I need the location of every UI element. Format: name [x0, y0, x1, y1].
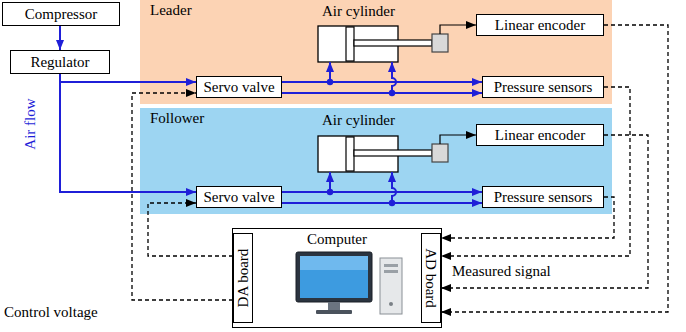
- signal-line: [441, 87, 630, 256]
- computer-box: Computer DA board AD board: [232, 228, 442, 328]
- sensor-box: Pressure sensors: [482, 186, 604, 208]
- box-label: Regulator: [30, 54, 89, 70]
- text-label: Control voltage: [4, 304, 98, 320]
- signal-line: [441, 135, 648, 288]
- signal-line: [441, 25, 668, 312]
- box-label: Servo valve: [203, 79, 274, 95]
- board-strip: AD board: [421, 233, 441, 323]
- box-title: Computer: [233, 231, 441, 247]
- box-label: Pressure sensors: [494, 189, 593, 205]
- text-label: Measured signal: [452, 263, 551, 279]
- box-label: Linear encoder: [495, 127, 585, 143]
- process-box: Regulator: [10, 50, 110, 74]
- air-line: [59, 26, 61, 50]
- air-line: [282, 92, 482, 94]
- air-line: [282, 191, 482, 193]
- board-label: DA board: [235, 249, 251, 308]
- board-label: AD board: [423, 248, 439, 308]
- air-cylinder: [318, 25, 476, 206]
- group-title: Leader: [150, 2, 192, 18]
- box-label: Linear encoder: [495, 17, 585, 33]
- air-cylinder: [318, 25, 476, 96]
- band-ground: [140, 0, 612, 104]
- valve-box: Servo valve: [196, 76, 282, 98]
- box-label: Compressor: [25, 6, 98, 22]
- signal-line: [148, 203, 233, 256]
- box-label: Servo valve: [203, 189, 274, 205]
- sensor-box: Pressure sensors: [482, 76, 604, 98]
- air-line: [282, 81, 482, 83]
- air-line: [60, 74, 196, 82]
- box-label: Pressure sensors: [494, 79, 593, 95]
- group-title: Follower: [150, 110, 204, 126]
- air-line: [282, 202, 482, 204]
- band-ground: [140, 108, 612, 214]
- process-box: Compressor: [2, 2, 120, 26]
- sensor-box: Linear encoder: [476, 14, 604, 36]
- text-label: Air flow: [22, 98, 38, 149]
- text-label: Air cylinder: [322, 3, 395, 19]
- air-line: [60, 74, 196, 192]
- air-cylinder: [318, 135, 476, 206]
- valve-box: Servo valve: [196, 186, 282, 208]
- computer-icon: [296, 252, 402, 314]
- board-strip: DA board: [233, 233, 253, 323]
- text-label: Air cylinder: [322, 112, 395, 128]
- sensor-box: Linear encoder: [476, 124, 604, 146]
